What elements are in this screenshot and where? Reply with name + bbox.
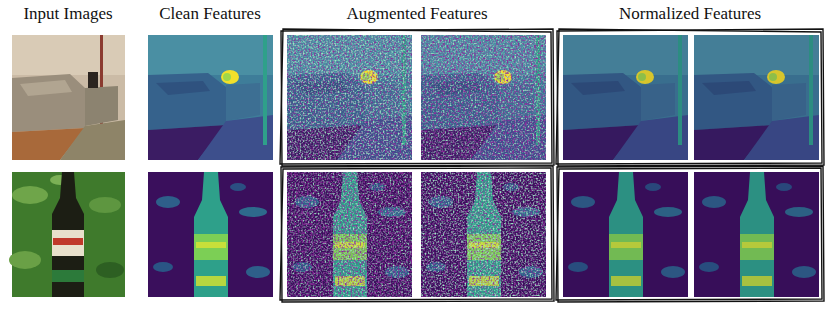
input-photo — [12, 35, 125, 160]
sketch-border — [280, 29, 824, 302]
input-photo — [9, 172, 125, 297]
column-header: Input Images — [23, 5, 112, 22]
clean-feature-map — [148, 172, 273, 297]
column-header: Augmented Features — [346, 5, 487, 22]
clean-feature-map — [148, 35, 273, 160]
column-header: Clean Features — [159, 5, 261, 22]
column-header: Normalized Features — [619, 5, 761, 22]
